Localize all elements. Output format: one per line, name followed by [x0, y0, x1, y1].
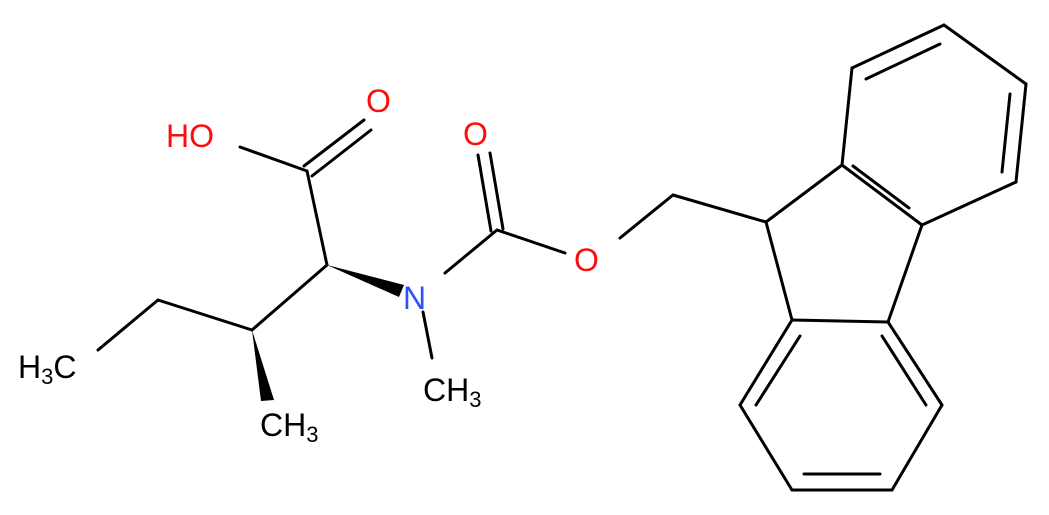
bond-cbeta-ch2 [156, 298, 254, 332]
bond-cooh-calpha [305, 169, 329, 267]
atom-label-acid-oxygen: O [366, 83, 391, 119]
bond-n-ch3 [421, 310, 434, 360]
bond-ur-6 [840, 163, 924, 227]
bond-lr-5 [886, 320, 944, 407]
bond-lr-2 [738, 403, 794, 492]
n-methyl-ch: CH [423, 372, 469, 408]
beta-methyl-ch: CH [260, 407, 306, 443]
wedge-cbeta-ch3 [252, 330, 274, 401]
bond-c-o-carbonyl-b [488, 151, 505, 231]
bond-c9-lower [764, 220, 794, 322]
bonds [96, 23, 1028, 492]
bond-c-o-double-a [302, 118, 366, 168]
bond-c9-upper [764, 163, 844, 224]
bond-oester-ch2 [618, 193, 675, 240]
bond-ur-inner-3 [851, 164, 911, 210]
bond-ur-inner-2 [1000, 92, 1012, 174]
bond-c-o-double-b [310, 128, 373, 178]
bond-lr-4 [890, 403, 944, 492]
bond-biaryl [886, 223, 924, 324]
bond-ur-2 [850, 23, 946, 70]
bond-calpha-cbeta [250, 263, 329, 332]
atom-label-nitrogen: N [403, 280, 426, 316]
bond-lr-inner-1 [754, 334, 802, 407]
wedge-calpha-n [327, 265, 404, 297]
bond-lr-6 [790, 318, 890, 324]
atom-label-hydroxyl: HO [166, 118, 214, 154]
bond-n-ccarbamate [443, 228, 499, 275]
atom-label-ester-oxygen: O [574, 242, 599, 278]
bond-ur-5 [920, 180, 1018, 227]
beta-methyl-subscript: 3 [306, 422, 318, 447]
bond-c-o-carbonyl-a [476, 153, 493, 233]
atom-labels: HO O O O N CH3 CH3 H3C [18, 83, 599, 447]
bond-ch2-c9 [671, 193, 768, 224]
bond-ur-inner-1 [864, 42, 942, 81]
bond-ur-3 [942, 23, 1028, 86]
bond-ur-4 [1014, 82, 1028, 184]
n-methyl-subscript: 3 [469, 387, 481, 412]
ethyl-methyl-subscript: 3 [41, 364, 53, 389]
bond-c-oester [495, 228, 567, 255]
ethyl-methyl-h: H [18, 349, 41, 385]
bond-ch2-ch3 [96, 298, 160, 352]
bond-ur-1 [840, 66, 854, 167]
bond-oh-c [238, 145, 309, 173]
bond-lr-1 [738, 318, 794, 407]
bond-lr-inner-3 [880, 334, 928, 407]
ethyl-methyl-c: C [53, 349, 76, 385]
atom-label-ethyl-methyl: H3C [18, 349, 76, 389]
atom-label-n-methyl: CH3 [423, 372, 481, 412]
atom-label-beta-methyl: CH3 [260, 407, 318, 447]
atom-label-carbamate-oxygen: O [463, 116, 488, 152]
